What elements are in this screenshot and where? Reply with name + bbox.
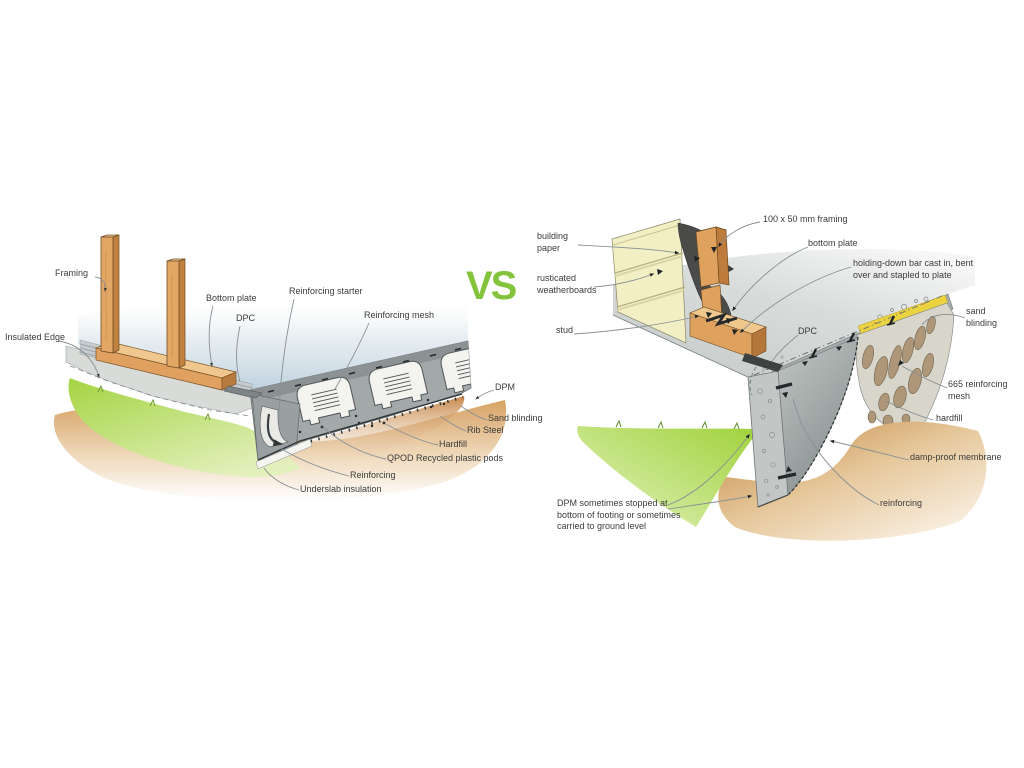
underslab-insulation-strip xyxy=(255,438,313,470)
leader-dpm-note-bottom xyxy=(667,494,753,510)
rib-steel-dots xyxy=(298,398,446,434)
hardfill-point xyxy=(382,421,386,425)
qpod-point xyxy=(320,425,324,429)
right-diagram-art xyxy=(573,218,987,541)
label-building-paper: building paper xyxy=(537,231,569,253)
label-reinforcing: Reinforcing xyxy=(350,470,396,480)
leader-damp-proof xyxy=(829,439,910,461)
label-dpc: DPC xyxy=(798,326,818,336)
label-insulated-edge: Insulated Edge xyxy=(5,332,66,342)
leader-rib-steel xyxy=(439,415,467,432)
label-reinforcing-mesh: Reinforcing mesh xyxy=(364,310,435,320)
right-foundation-diagram: 100 x 50 mm framing building paper rusti… xyxy=(520,195,1024,555)
leader-sand-blinding xyxy=(460,405,488,421)
leader-holding-down xyxy=(740,266,852,333)
leader-dpc xyxy=(236,325,241,383)
label-665-reinforcing-mesh: 665 reinforcing mesh xyxy=(948,379,1008,401)
label-bottom-plate: Bottom plate xyxy=(206,293,257,303)
wall-assembly xyxy=(611,218,783,396)
leader-framing xyxy=(94,276,107,292)
ground xyxy=(718,421,987,541)
detail-arrows xyxy=(657,247,738,335)
leader-dpc xyxy=(771,334,799,362)
left-foundation-diagram: Framing Insulated Edge Bottom plate DPC … xyxy=(0,220,545,525)
label-qpod: QPOD Recycled plastic pods xyxy=(387,453,504,463)
leader-underslab xyxy=(263,467,300,491)
grass xyxy=(68,378,300,478)
leader-reinforcing xyxy=(279,447,350,477)
label-stud: stud xyxy=(556,325,574,335)
label-hardfill: Hardfill xyxy=(439,439,468,449)
leader-reinforcing xyxy=(792,398,880,506)
label-rusticated-weatherboards: rusticated weatherboards xyxy=(537,273,597,295)
edge-beam xyxy=(251,393,301,461)
damp-proof-membrane-line xyxy=(787,336,859,496)
footing-soffit xyxy=(771,336,859,502)
label-holding-down-bar: holding-down bar cast in, bent over and … xyxy=(853,258,974,280)
label-underslab-insulation: Underslab insulation xyxy=(300,484,382,494)
leader-lines xyxy=(573,221,966,510)
leader-rusticated xyxy=(593,273,655,288)
leader-stud xyxy=(573,315,700,335)
leader-insulated-edge xyxy=(57,340,100,378)
leader-framing-100x50 xyxy=(718,221,761,248)
hardfill xyxy=(258,396,465,471)
leader-qpod xyxy=(323,427,387,460)
leader-sand-blinding xyxy=(921,314,966,326)
leader-lines xyxy=(57,276,495,491)
weatherboards xyxy=(611,218,687,344)
label-sand-blinding: Sand blinding xyxy=(488,413,543,423)
label-dpm-note: DPM sometimes stopped at bottom of footi… xyxy=(557,498,681,531)
label-framing: Framing xyxy=(55,268,89,278)
label-hardfill: hardfill xyxy=(936,413,963,423)
label-sand-blinding: sand blinding xyxy=(966,306,998,328)
leader-hardfill xyxy=(885,400,934,421)
label-reinforcing: reinforcing xyxy=(880,498,923,508)
leader-dpm-note-ground xyxy=(667,433,750,506)
reinforcing-bar-bottom xyxy=(777,472,797,480)
label-damp-proof-membrane: damp-proof membrane xyxy=(910,452,1002,462)
leader-bottom-plate xyxy=(732,246,809,312)
label-bottom-plate: bottom plate xyxy=(808,238,858,248)
leader-bottom-plate xyxy=(208,305,214,367)
footing-face xyxy=(747,370,797,508)
grass xyxy=(577,419,758,527)
label-reinforcing-starter: Reinforcing starter xyxy=(289,286,363,296)
leader-building-paper xyxy=(577,244,680,255)
leader-mesh-665 xyxy=(901,365,948,389)
dpc-strip xyxy=(742,353,783,372)
label-dpc: DPC xyxy=(236,313,256,323)
sand-blinding-strip xyxy=(857,294,949,335)
slab-cross-section xyxy=(249,340,472,470)
leader-dpm xyxy=(475,389,495,400)
reinforcing-starter-bar xyxy=(266,413,284,447)
leader-hardfill xyxy=(385,423,439,446)
label-framing-100x50: 100 x 50 mm framing xyxy=(763,214,848,224)
reinforcing-bar-top xyxy=(775,382,793,390)
dpm-line xyxy=(257,393,463,461)
leader-reinforcing-mesh xyxy=(334,322,370,390)
framing-studs xyxy=(100,234,186,369)
left-diagram-art xyxy=(53,234,507,502)
vs-text: VS xyxy=(466,264,517,308)
hardfill-stones xyxy=(855,302,955,432)
dpc-strip xyxy=(223,385,263,399)
bottom-plate xyxy=(94,341,238,391)
leader-reinforcing-starter xyxy=(278,298,295,411)
label-rib-steel: Rib Steel xyxy=(467,425,504,435)
dpc-line xyxy=(753,294,945,376)
label-dpm: DPM xyxy=(495,382,515,392)
